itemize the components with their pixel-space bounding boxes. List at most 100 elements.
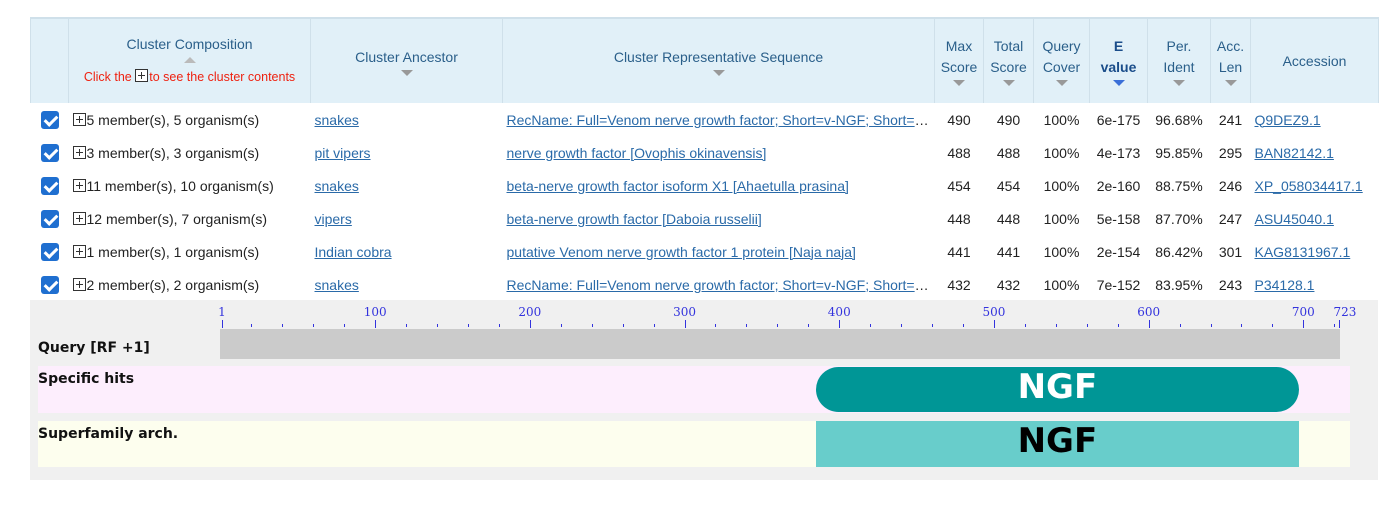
- ancestor-link[interactable]: pit vipers: [314, 144, 371, 161]
- row-checkbox[interactable]: [40, 143, 59, 162]
- cluster-composition: 1 member(s), 1 organism(s): [86, 243, 260, 260]
- query-cover: 100%: [1043, 243, 1080, 260]
- acc-len: 246: [1218, 177, 1243, 194]
- ruler-minor-tick: [1117, 324, 1119, 327]
- ruler-minor-tick: [808, 324, 810, 327]
- ruler-label: 400: [827, 305, 851, 319]
- acc-len: 295: [1218, 144, 1243, 161]
- total-score: 488: [996, 144, 1021, 161]
- ancestor-link[interactable]: vipers: [314, 210, 352, 227]
- query-bar: [220, 329, 1340, 359]
- total-score: 432: [996, 276, 1021, 293]
- ancestor-link[interactable]: snakes: [314, 111, 359, 128]
- expand-icon[interactable]: [72, 178, 86, 192]
- expand-icon[interactable]: [72, 145, 86, 159]
- accession-link[interactable]: KAG8131967.1: [1254, 243, 1351, 260]
- header-cluster-ancestor[interactable]: Cluster Ancestor: [310, 17, 503, 103]
- ruler-minor-tick: [1055, 324, 1057, 327]
- ruler-major-tick: [529, 320, 531, 328]
- evalue: 2e-160: [1096, 177, 1141, 194]
- row-checkbox[interactable]: [40, 176, 59, 195]
- sequence-link[interactable]: nerve growth factor [Ovophis okinavensis…: [506, 144, 767, 161]
- per-ident: 87.70%: [1155, 210, 1203, 227]
- header-per-ident[interactable]: Per.Ident: [1147, 17, 1211, 103]
- query-cover: 100%: [1043, 276, 1080, 293]
- sequence-link[interactable]: RecName: Full=Venom nerve growth factor;…: [506, 276, 935, 293]
- ruler-label: 1: [218, 305, 226, 319]
- sequence-link[interactable]: RecName: Full=Venom nerve growth factor;…: [506, 111, 935, 128]
- table-row: 2 member(s), 2 organism(s) snakes RecNam…: [31, 268, 1379, 301]
- sequence-link[interactable]: beta-nerve growth factor isoform X1 [Aha…: [506, 177, 849, 194]
- total-score: 454: [996, 177, 1021, 194]
- header-acc-len[interactable]: Acc.Len: [1210, 17, 1251, 103]
- ruler-minor-tick: [653, 324, 655, 327]
- table-row: 1 member(s), 1 organism(s) Indian cobra …: [31, 235, 1379, 268]
- query-label: Query [RF +1]: [38, 340, 150, 356]
- row-checkbox[interactable]: [40, 110, 59, 129]
- ancestor-link[interactable]: snakes: [314, 276, 359, 293]
- ruler-label: 500: [982, 305, 1006, 319]
- ruler-minor-tick: [1024, 324, 1026, 327]
- ruler-minor-tick: [1241, 324, 1243, 327]
- max-score: 432: [947, 276, 971, 293]
- total-score: 490: [996, 111, 1021, 128]
- per-ident: 96.68%: [1155, 111, 1203, 128]
- superfamily-hit-ngf[interactable]: NGF: [816, 421, 1299, 467]
- row-checkbox[interactable]: [40, 242, 59, 261]
- expand-icon: [135, 69, 149, 82]
- specific-hit-ngf[interactable]: NGF: [816, 367, 1299, 412]
- cluster-composition: 2 member(s), 2 organism(s): [86, 276, 260, 293]
- expand-icon[interactable]: [72, 112, 86, 126]
- sequence-link[interactable]: beta-nerve growth factor [Daboia russeli…: [506, 210, 762, 227]
- accession-link[interactable]: ASU45040.1: [1254, 210, 1334, 227]
- table-row: 3 member(s), 3 organism(s) pit vipers ne…: [31, 136, 1379, 169]
- ruler-minor-tick: [1334, 324, 1336, 327]
- select-column-header: [30, 17, 69, 103]
- row-checkbox[interactable]: [40, 275, 59, 294]
- query-cover: 100%: [1043, 210, 1080, 227]
- sequence-link[interactable]: putative Venom nerve growth factor 1 pro…: [506, 243, 856, 260]
- acc-len: 247: [1218, 210, 1243, 227]
- cluster-composition: 12 member(s), 7 organism(s): [86, 210, 268, 227]
- expand-icon[interactable]: [72, 211, 86, 225]
- query-cover: 100%: [1043, 111, 1080, 128]
- ruler-major-tick: [993, 320, 995, 328]
- ruler-minor-tick: [870, 324, 872, 327]
- ruler-label: 600: [1137, 305, 1161, 319]
- max-score: 454: [947, 177, 971, 194]
- ruler-minor-tick: [313, 324, 315, 327]
- ruler-major-tick: [684, 320, 686, 328]
- expand-hint: Click the to see the cluster contents: [83, 69, 296, 84]
- ruler-minor-tick: [560, 324, 562, 327]
- ruler-minor-tick: [344, 324, 346, 327]
- expand-icon[interactable]: [72, 244, 86, 258]
- specific-hits-label: Specific hits: [38, 371, 135, 387]
- accession-link[interactable]: XP_058034417.1: [1254, 177, 1363, 194]
- ruler-minor-tick: [251, 324, 253, 327]
- ruler-minor-tick: [1179, 324, 1181, 327]
- per-ident: 83.95%: [1155, 276, 1203, 293]
- ancestor-link[interactable]: snakes: [314, 177, 359, 194]
- cluster-composition: 5 member(s), 5 organism(s): [86, 111, 260, 128]
- accession-link[interactable]: Q9DEZ9.1: [1254, 111, 1321, 128]
- row-checkbox[interactable]: [40, 209, 59, 228]
- evalue: 7e-152: [1096, 276, 1141, 293]
- ruler-minor-tick: [715, 324, 717, 327]
- header-representative-sequence[interactable]: Cluster Representative Sequence: [502, 17, 935, 103]
- ruler-minor-tick: [1086, 324, 1088, 327]
- ancestor-link[interactable]: Indian cobra: [314, 243, 392, 260]
- ruler-minor-tick: [282, 324, 284, 327]
- accession-link[interactable]: BAN82142.1: [1254, 144, 1334, 161]
- ruler-major-tick: [375, 320, 377, 328]
- expand-icon[interactable]: [72, 277, 86, 291]
- header-accession[interactable]: Accession: [1250, 17, 1379, 103]
- accession-link[interactable]: P34128.1: [1254, 276, 1315, 293]
- total-score: 441: [996, 243, 1021, 260]
- evalue: 4e-173: [1096, 144, 1141, 161]
- ruler-label: 100: [363, 305, 387, 319]
